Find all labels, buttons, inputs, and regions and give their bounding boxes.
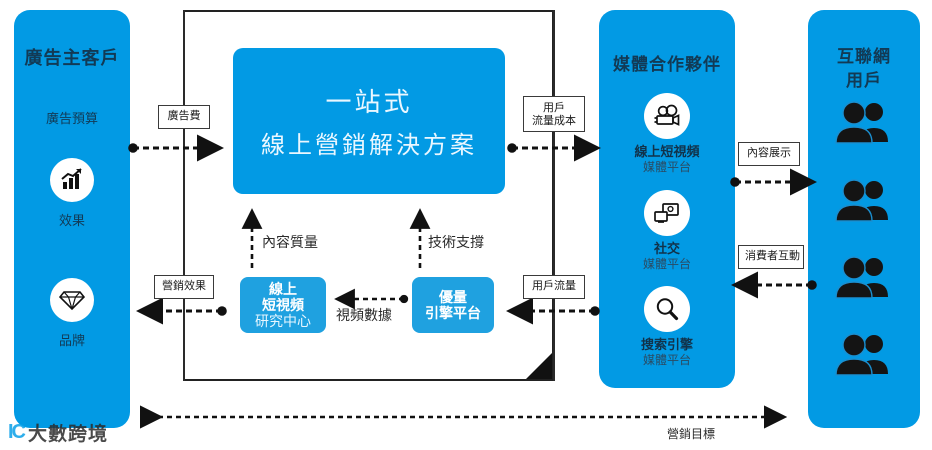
tech-support-label: 技術支撐 [428, 235, 484, 251]
media-item-social-line2: 媒體平台 [642, 257, 691, 272]
internet-users-panel: 互聯網 用戶 [808, 10, 920, 428]
advertiser-panel-title: 廣告主客戶 [24, 48, 120, 68]
hero-line-1: 一站式 [325, 88, 413, 118]
diamond-icon [50, 278, 94, 322]
short-video-research-line2: 短視頻 [262, 296, 304, 313]
watermark: IC 大數跨境 [8, 419, 108, 446]
user-group-icon [830, 332, 898, 381]
advertiser-panel: 廣告主客戶 廣告預算 效果 品牌 [14, 10, 130, 428]
marketing-goal-label: 營銷目標 [667, 427, 716, 441]
video-camera-icon [644, 93, 690, 139]
users-panel-title-line1: 互聯網 [837, 47, 891, 66]
media-panel-title: 媒體合作夥伴 [613, 55, 721, 74]
right-rail [553, 10, 555, 381]
watermark-logo-icon: IC [8, 421, 26, 443]
youliang-engine-line1: 優量 [439, 288, 467, 305]
tag-user-traffic-cost: 用戶 流量成本 [523, 96, 585, 132]
tag-user-traffic: 用戶流量 [523, 275, 585, 299]
short-video-research-line3: 研究中心 [255, 313, 311, 330]
search-magnifier-icon [644, 286, 690, 332]
short-video-research-line1: 線上 [269, 280, 297, 297]
short-video-research-box: 線上 短視頻 研究中心 [240, 277, 326, 333]
media-item-search-line2: 媒體平台 [642, 353, 691, 368]
user-group-icon [830, 100, 898, 149]
bar-chart-growth-icon [50, 158, 94, 202]
media-item-label-social: 社交 媒體平台 [599, 241, 735, 272]
tag-user-traffic-cost-line1: 用戶 [543, 101, 565, 114]
media-item-video-line2: 媒體平台 [642, 160, 691, 175]
youliang-engine-box: 優量 引擎平台 [412, 277, 494, 333]
social-screen-icon [644, 190, 690, 236]
media-partner-panel: 媒體合作夥伴 線上短視頻 媒體平台 社交 媒體平台 [599, 10, 735, 388]
tag-consumer-interaction: 消費者互動 [738, 245, 804, 269]
folded-corner-icon [526, 353, 552, 379]
tag-user-traffic-cost-line2: 流量成本 [532, 114, 576, 128]
user-group-icon [830, 255, 898, 304]
advertiser-item-label-effect: 效果 [58, 213, 85, 228]
media-item-video-line1: 線上短視頻 [634, 144, 700, 159]
youliang-engine-line2: 引擎平台 [425, 305, 481, 321]
watermark-text: 大數跨境 [28, 424, 109, 445]
hero-line-2: 線上營銷解決方案 [261, 131, 477, 159]
media-item-label-search: 搜索引擎 媒體平台 [599, 337, 735, 368]
media-item-label-video: 線上短視頻 媒體平台 [599, 144, 735, 175]
tag-content-display: 內容展示 [738, 142, 800, 166]
user-group-icon [830, 178, 898, 227]
tag-marketing-effect: 營銷效果 [154, 275, 214, 299]
hero-solution-box: 一站式 線上營銷解決方案 [233, 48, 505, 194]
content-quality-label: 內容質量 [262, 235, 318, 251]
tag-ad-fee: 廣告費 [158, 105, 210, 129]
video-data-label: 視頻數據 [336, 308, 392, 324]
advertiser-item-label-brand: 品牌 [58, 333, 85, 348]
left-rail [183, 10, 185, 381]
users-panel-title-line2: 用戶 [846, 71, 882, 90]
advertiser-budget-label: 廣告預算 [45, 111, 98, 126]
media-item-search-line1: 搜索引擎 [640, 337, 693, 352]
media-item-social-line1: 社交 [653, 241, 680, 256]
